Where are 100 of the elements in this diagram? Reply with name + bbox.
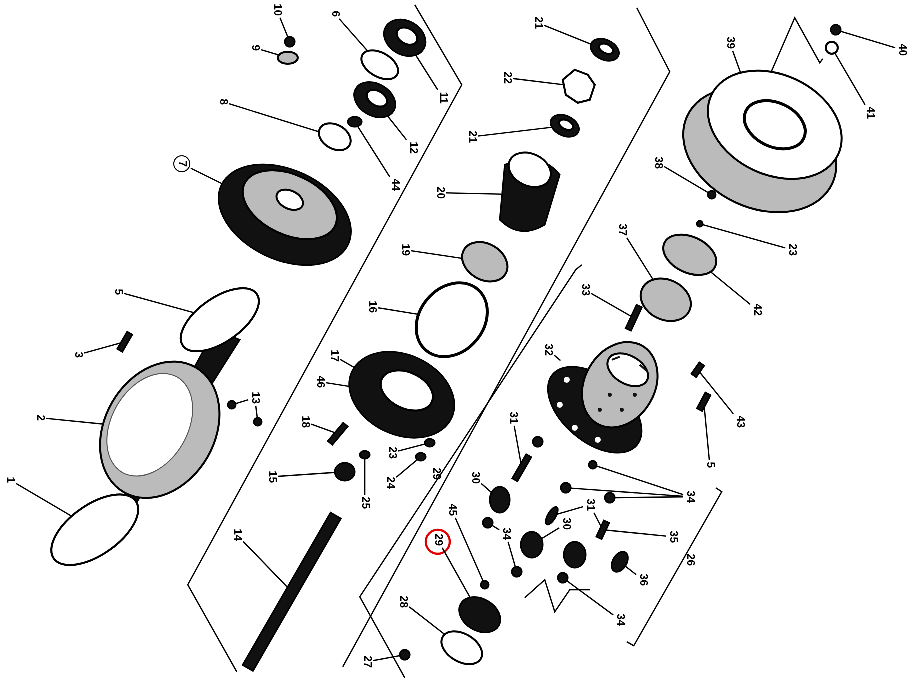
gasket-drawing bbox=[440, 630, 484, 666]
callout-number: 35 bbox=[668, 530, 678, 544]
leader-line bbox=[190, 168, 223, 185]
nut-drawing bbox=[557, 572, 569, 584]
leader-line bbox=[710, 272, 751, 306]
leader-line bbox=[398, 444, 426, 452]
callout-number: 27 bbox=[362, 654, 372, 670]
leader-line bbox=[46, 418, 104, 425]
nut-drawing bbox=[424, 438, 436, 448]
callout-number: 17 bbox=[328, 348, 340, 364]
nut-drawing bbox=[399, 649, 411, 661]
leader-line bbox=[326, 382, 350, 388]
bearing-drawing bbox=[461, 241, 509, 283]
spacer-drawing bbox=[347, 116, 363, 128]
leader-line bbox=[340, 359, 355, 368]
leader-line bbox=[514, 426, 522, 464]
callout-number: 23 bbox=[786, 242, 798, 258]
callout-number: 20 bbox=[434, 186, 446, 200]
sleeve-drawing bbox=[499, 152, 561, 232]
callout-number: 24 bbox=[384, 476, 396, 490]
flange-drawing bbox=[50, 494, 140, 566]
callout-number: 38 bbox=[652, 156, 664, 170]
nut-drawing bbox=[482, 517, 494, 529]
nut-drawing bbox=[284, 36, 296, 48]
leader-line bbox=[364, 459, 366, 495]
callout-number: 22 bbox=[502, 70, 512, 86]
callout-number: 29 bbox=[430, 466, 442, 482]
leader-line bbox=[541, 527, 560, 540]
callout-number: 37 bbox=[616, 222, 628, 238]
leader-line bbox=[357, 126, 390, 178]
leader-line bbox=[261, 49, 280, 56]
leader-line bbox=[492, 525, 500, 531]
callout-number: 9 bbox=[250, 44, 260, 52]
leader-line bbox=[704, 406, 710, 460]
leader-line bbox=[566, 580, 614, 616]
screw-drawing bbox=[696, 220, 704, 228]
leader-line bbox=[442, 548, 471, 598]
leader-line bbox=[229, 103, 320, 133]
wheel-hub-drawing bbox=[547, 341, 659, 454]
plate-drawing bbox=[640, 278, 692, 322]
spring-drawing bbox=[611, 551, 629, 573]
callout-number: 29 bbox=[432, 532, 444, 548]
leader-line bbox=[338, 18, 368, 52]
callout-number: 31 bbox=[508, 410, 518, 426]
leader-line bbox=[481, 483, 492, 494]
nut-drawing bbox=[588, 460, 598, 470]
leader-line bbox=[454, 518, 484, 582]
callout-number: 10 bbox=[272, 2, 282, 18]
bearing-drawing bbox=[354, 82, 396, 118]
callout-number: 19 bbox=[400, 242, 410, 258]
leader-line bbox=[615, 496, 684, 499]
callout-number: 13 bbox=[250, 390, 260, 406]
callout-number: 28 bbox=[398, 594, 408, 610]
leader-line bbox=[702, 224, 786, 249]
leader-line bbox=[255, 406, 258, 418]
leader-line bbox=[84, 342, 122, 354]
leader-line bbox=[513, 78, 564, 86]
leader-line bbox=[834, 52, 866, 106]
plate-drawing bbox=[662, 234, 718, 276]
nut-drawing bbox=[604, 492, 616, 504]
leader-line bbox=[556, 506, 584, 516]
leader-line bbox=[236, 399, 249, 404]
callout-number: 31 bbox=[584, 498, 596, 512]
leader-line bbox=[387, 116, 408, 140]
nut-drawing bbox=[480, 580, 490, 590]
leader-line bbox=[664, 166, 709, 194]
callout-number: 45 bbox=[446, 502, 458, 518]
callout-number: 43 bbox=[734, 414, 746, 430]
callout-number: 11 bbox=[438, 91, 448, 105]
callout-number: 40 bbox=[896, 42, 908, 58]
leader-line bbox=[409, 606, 446, 636]
nut-drawing bbox=[511, 566, 523, 578]
bushing-drawing bbox=[520, 531, 544, 559]
leader-line bbox=[124, 293, 195, 314]
leader-line bbox=[626, 238, 654, 280]
nut-drawing bbox=[359, 450, 371, 460]
leader-line bbox=[591, 293, 632, 318]
callout-number: 32 bbox=[542, 342, 554, 358]
nut-drawing bbox=[334, 462, 356, 482]
leader-line bbox=[625, 566, 637, 576]
callout-number: 1 bbox=[4, 476, 16, 484]
nut-drawing bbox=[560, 482, 572, 494]
callout-number: 46 bbox=[314, 374, 326, 390]
callout-number: 33 bbox=[580, 282, 590, 298]
callout-number: 44 bbox=[390, 178, 400, 192]
callout-number: 6 bbox=[330, 10, 340, 18]
leader-line bbox=[411, 250, 463, 260]
seal-ring-drawing bbox=[360, 50, 400, 80]
nut-drawing bbox=[415, 452, 427, 462]
callout-number: 42 bbox=[752, 302, 762, 318]
nut-drawing bbox=[227, 400, 237, 410]
callout-number: 25 bbox=[360, 496, 370, 510]
brake-drum-drawing bbox=[682, 70, 843, 214]
callout-number: 30 bbox=[560, 516, 572, 532]
callout-number: 14 bbox=[232, 528, 242, 542]
callout-number: 15 bbox=[266, 470, 278, 484]
callout-number: 3 bbox=[72, 350, 84, 360]
leader-line bbox=[544, 25, 592, 45]
leader-line bbox=[415, 55, 438, 90]
callout-number: 2 bbox=[34, 414, 46, 422]
